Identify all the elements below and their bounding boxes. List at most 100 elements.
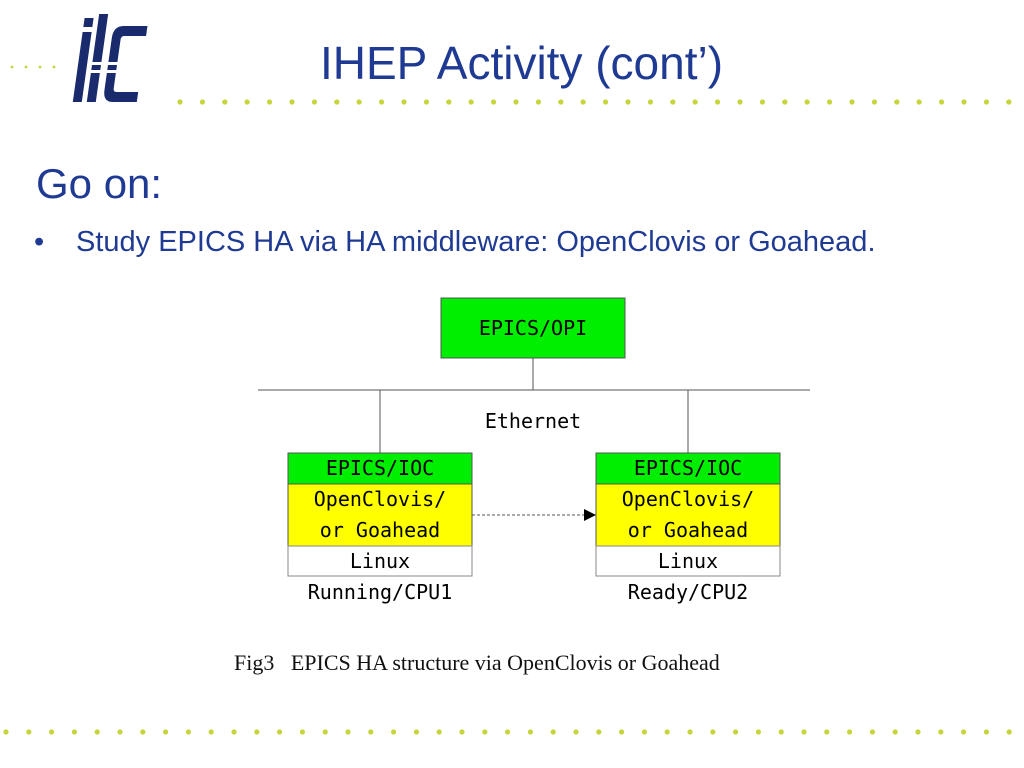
divider-dot [871, 99, 878, 105]
divider-dot [915, 729, 921, 735]
divider-dot [423, 99, 429, 105]
divider-dot [277, 729, 283, 735]
divider-dot [647, 99, 653, 105]
divider-dot [535, 99, 541, 105]
section-heading: Go on: [36, 160, 163, 207]
bullet-text: Study EPICS HA via HA middleware: OpenCl… [76, 226, 876, 258]
left-middleware-line2: or Goahead [320, 518, 440, 542]
divider-dot [692, 99, 698, 105]
logo-dots-decoration [10, 65, 56, 69]
divider-dot [199, 99, 205, 105]
figure-caption: Fig3 EPICS HA structure via OpenClovis o… [234, 650, 720, 675]
left-state-label: Running/CPU1 [308, 580, 453, 604]
divider-dot [468, 99, 474, 105]
ethernet-label: Ethernet [485, 409, 581, 433]
divider-dot [222, 99, 228, 105]
divider-dot [446, 99, 452, 105]
divider-dot [550, 729, 556, 735]
opi-node: EPICS/OPI [440, 297, 626, 359]
ethernet-bus [258, 358, 810, 453]
divider-dot [603, 99, 609, 105]
divider-dot [3, 729, 9, 735]
divider-dot [491, 99, 497, 105]
divider-dot [715, 99, 721, 105]
divider-dot [163, 729, 169, 735]
divider-dot [513, 99, 519, 105]
right-middleware-line2: or Goahead [628, 518, 748, 542]
divider-dot [1006, 729, 1012, 735]
divider-dot [710, 729, 716, 735]
divider-dot [558, 99, 564, 105]
slide-title: IHEP Activity (cont’) [320, 37, 724, 89]
divider-dot [869, 729, 876, 735]
divider-dot [505, 729, 511, 735]
bullet-item: • Study EPICS HA via HA middleware: Open… [34, 222, 894, 262]
divider-dot [892, 729, 898, 735]
divider-dot [379, 99, 385, 105]
divider-dot [94, 729, 100, 735]
left-ioc-label: EPICS/IOC [326, 456, 434, 480]
divider-dot [759, 99, 766, 105]
divider-dot [254, 729, 260, 735]
divider-dot [824, 729, 830, 735]
divider-dot [289, 99, 295, 105]
divider-dot [938, 729, 944, 735]
divider-dot [177, 99, 183, 105]
divider-dot [413, 729, 419, 735]
divider-dot [939, 99, 945, 105]
divider-dot [267, 99, 273, 105]
divider-dot [391, 729, 397, 735]
divider-dot [961, 729, 967, 735]
divider-dot [140, 729, 146, 735]
divider-dot [619, 729, 625, 735]
divider-dot [356, 99, 362, 105]
divider-dot [311, 99, 317, 105]
opi-label: EPICS/OPI [479, 316, 587, 340]
divider-dot [231, 729, 237, 735]
divider-dot [849, 99, 855, 105]
divider-dot [208, 729, 214, 735]
divider-dot [459, 729, 465, 735]
divider-dot [482, 729, 488, 735]
divider-dot [625, 99, 631, 105]
divider-dot [641, 729, 648, 735]
divider-dot [368, 729, 374, 735]
divider-dot [670, 99, 676, 105]
ilc-logo-icon [72, 14, 148, 102]
divider-dot [401, 99, 407, 105]
divider-dot [983, 99, 990, 105]
divider-dot [778, 729, 784, 735]
left-node: EPICS/IOC OpenClovis/ or Goahead Linux R… [287, 452, 473, 604]
right-state-label: Ready/CPU2 [628, 580, 748, 604]
left-middleware-line1: OpenClovis/ [314, 487, 446, 511]
divider-dot [737, 99, 743, 105]
divider-dot [527, 729, 534, 735]
divider-dot [345, 729, 351, 735]
right-node: EPICS/IOC OpenClovis/ or Goahead Linux R… [595, 452, 781, 604]
divider-dot [596, 729, 602, 735]
right-middleware-line1: OpenClovis/ [622, 487, 754, 511]
divider-dot [334, 99, 340, 105]
divider-dot [26, 729, 32, 735]
bottom-dotted-divider [3, 729, 1012, 735]
divider-dot [580, 99, 586, 105]
divider-dot [801, 729, 807, 735]
divider-dot [804, 99, 810, 105]
divider-dot [436, 729, 442, 735]
divider-dot [1006, 99, 1012, 105]
right-os-label: Linux [658, 549, 718, 573]
top-dotted-divider [177, 99, 1012, 105]
divider-dot [322, 729, 328, 735]
divider-dot [847, 729, 853, 735]
divider-dot [782, 99, 788, 105]
divider-dot [916, 99, 922, 105]
divider-dot [117, 729, 123, 735]
divider-dot [961, 99, 967, 105]
divider-dot [755, 729, 762, 735]
bullet-dot-icon: • [34, 226, 45, 258]
left-os-label: Linux [350, 549, 410, 573]
divider-dot [827, 99, 833, 105]
divider-dot [687, 729, 693, 735]
divider-dot [244, 99, 250, 105]
